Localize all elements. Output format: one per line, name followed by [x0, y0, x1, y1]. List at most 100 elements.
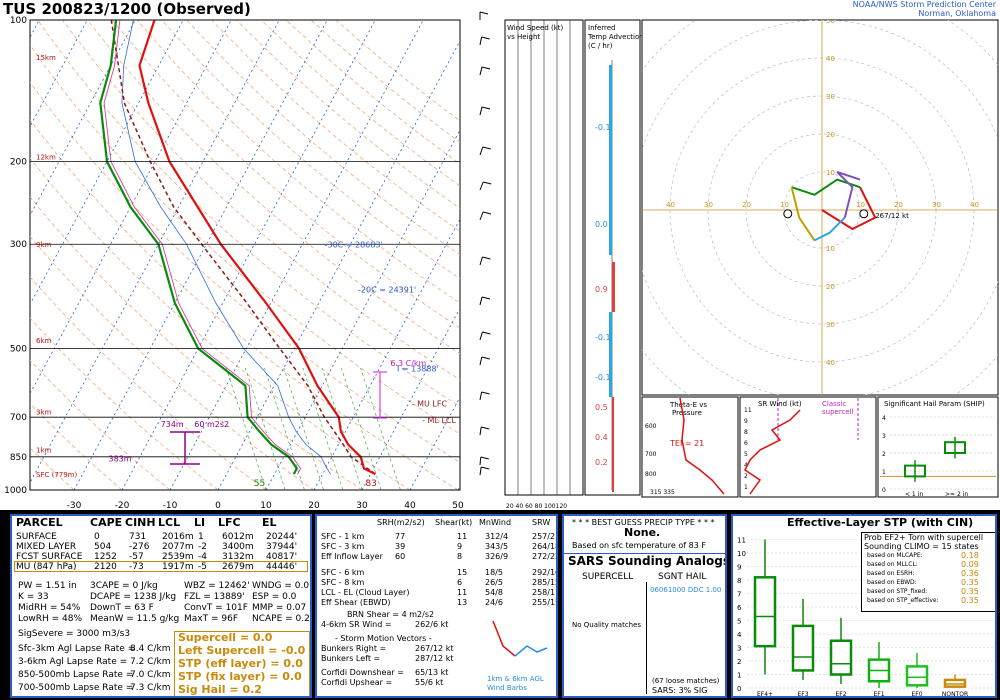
- precip-title: * * * BEST GUESS PRECIP TYPE * * *: [572, 518, 715, 527]
- sars-col1: SUPERCELL: [582, 572, 634, 582]
- theta-tick: 600: [645, 423, 657, 430]
- wind-barb: [479, 211, 484, 221]
- theta-tei: TEI = 21: [669, 439, 704, 448]
- wind-barb: [479, 36, 483, 46]
- ship-bar: [944, 441, 966, 455]
- parcel-cell: 0: [94, 532, 100, 542]
- theta-trace: [679, 397, 725, 495]
- skewt-annotation: -30C = 28683': [325, 241, 383, 250]
- parcel-cell: 2077m: [162, 542, 194, 552]
- adv-label: 0.4: [595, 433, 608, 442]
- adv-label: 0.5: [595, 403, 608, 412]
- ship-bar: [904, 464, 926, 478]
- theta-title1: Theta-E vs: [669, 401, 707, 409]
- sars-sig: SARS: 3% SIG: [652, 686, 708, 695]
- kin-sr46: 4-6km SR Wind =: [321, 620, 392, 629]
- wind-barb: [479, 391, 483, 401]
- agency-line2: Norman, Oklahoma: [918, 9, 996, 18]
- parcel-header: EL: [262, 516, 277, 529]
- kin-cell: 343/5: [485, 542, 509, 551]
- parcel-cell: 37944': [266, 542, 298, 552]
- dry-adiabat: [37, 20, 460, 408]
- stp-tick: 1: [737, 672, 741, 680]
- lapse-label: 850-500mb Lapse Rate =: [18, 670, 134, 680]
- hodo-ring-label: 40: [970, 201, 979, 209]
- kin-cell: 54/8: [485, 588, 503, 597]
- parcel-cell: MU (847 hPa): [16, 562, 77, 572]
- hodo-ring-label: 20: [742, 201, 751, 209]
- hodo-ring-label: 30: [704, 201, 713, 209]
- dry-adiabat: [62, 20, 460, 381]
- stp-box: [791, 624, 815, 672]
- stp-prob-value: 0.18: [961, 551, 979, 560]
- wind-barb-flag: [482, 331, 491, 335]
- hodo-ring-label: 20: [894, 201, 903, 209]
- stp-tick: 10: [737, 550, 746, 558]
- theta-tick: 700: [645, 451, 657, 458]
- stp-category: EF3: [797, 691, 808, 696]
- pressure-tick: 500: [10, 345, 27, 355]
- hodo-trace: [836, 171, 861, 218]
- srw-mid: Classic: [822, 400, 846, 408]
- wind-barb-flag: [481, 356, 490, 360]
- stp-tick: 8: [737, 577, 741, 585]
- adv-label: -0.1: [595, 333, 611, 342]
- kin-header: SRH(m2/s2): [377, 518, 425, 527]
- kin-cell: 255/15: [532, 598, 558, 607]
- pressure-tick: 1000: [4, 486, 27, 496]
- ship-category: >= 2 in: [945, 491, 968, 498]
- stp-prob-label: based on MLCAPE:: [867, 552, 923, 559]
- stp-prob-value: 0.35: [961, 587, 979, 596]
- severe-params-box: [174, 631, 310, 696]
- index-cell: PW = 1.51 in: [18, 581, 77, 591]
- wind-barb-flag: [481, 391, 490, 395]
- stp-prob-label: based on STP_fixed:: [867, 588, 928, 595]
- sars-vline: [646, 582, 647, 694]
- temp-tick: 40: [404, 501, 416, 510]
- lapse-value: 8.4 C/km: [130, 644, 171, 654]
- motion-label: Corfidi Upshear =: [321, 678, 393, 687]
- adv-title2: Temp Advection: [587, 33, 644, 41]
- isotherm: [217, 40, 460, 490]
- index-cell: MMP = 0.07: [252, 603, 307, 613]
- srw-tick: 8: [744, 429, 748, 436]
- adv-bar-warm2: [612, 397, 614, 492]
- stp-category: EF2: [835, 691, 846, 696]
- temp-tick: -10: [163, 501, 178, 510]
- kin-header: SRW: [532, 518, 551, 527]
- motion-value: 267/12 kt: [415, 644, 454, 653]
- wind-barb-flag: [479, 11, 489, 15]
- pressure-tick: 300: [10, 240, 27, 250]
- parcel-cell: 1: [198, 532, 204, 542]
- index-cell: MaxT = 96F: [184, 614, 238, 624]
- lapse-label: 3-6km Agl Lapse Rate =: [18, 657, 128, 667]
- kin-label: Eff Inflow Layer: [321, 552, 383, 561]
- parcel-cell: MIXED LAYER: [16, 542, 77, 552]
- adv-label: 0.0: [595, 220, 608, 229]
- temp-tick: 10: [260, 501, 272, 510]
- hodo-ring-label: 30: [826, 93, 835, 101]
- storm-motion-left: [783, 209, 793, 219]
- parcel-header: CAPE: [90, 516, 123, 529]
- sars-col2: SGNT HAIL: [658, 572, 707, 582]
- stp-prob-value: 0.35: [961, 596, 979, 605]
- stp-tick: 4: [737, 631, 742, 639]
- kin-cell: 258/11: [532, 588, 558, 597]
- hodo-trace: [821, 186, 877, 231]
- motion-label: Bunkers Left =: [321, 654, 381, 663]
- srw-trace: [744, 409, 801, 495]
- storm-motion-label: 267/12 kt: [875, 212, 909, 220]
- kin-cell: 18/5: [485, 568, 503, 577]
- kin-legend2: Wind Barbs: [487, 684, 527, 692]
- stp-tick: 9: [737, 564, 741, 572]
- ship-tick: 3: [882, 433, 886, 440]
- index-cell: WNDG = 0.0: [252, 581, 310, 591]
- stp-tick: 2: [737, 658, 741, 666]
- parcel-cell: -57: [129, 552, 144, 562]
- temp-tick: 30: [356, 501, 368, 510]
- skewt-annotation: 383m: [109, 455, 132, 464]
- stp-prob-label: based on ESRH:: [867, 570, 915, 577]
